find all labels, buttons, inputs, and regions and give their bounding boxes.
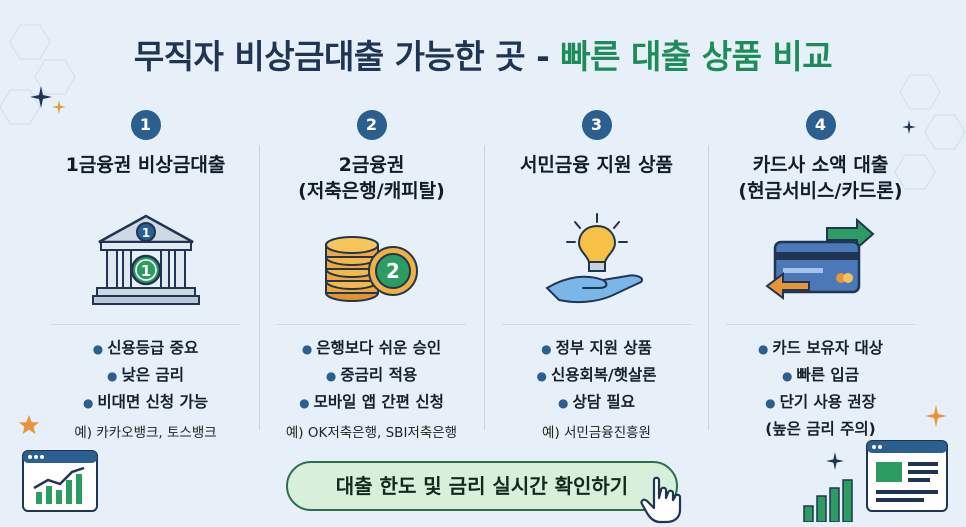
column-heading: 1금융권 비상금대출 <box>65 154 226 176</box>
step-number-badge: 1 <box>130 110 161 140</box>
product-column-card-loan: 4 카드사 소액 대출 (현금서비스/카드론) ●카드 보유자 대상 ●빠른 입… <box>708 108 933 443</box>
star-icon <box>18 414 40 435</box>
check-rate-button-label: 대출 한도 및 금리 실시간 확인하기 <box>335 474 629 498</box>
column-heading: 서민금융 지원 상품 <box>519 154 674 176</box>
bullet-item: ●정부 지원 상품 <box>541 339 652 357</box>
bullet-item-note: (높은 금리 주의) <box>765 420 876 438</box>
dashboard-window-icon <box>866 440 948 512</box>
sparkle-icon <box>52 100 66 114</box>
step-number-badge: 4 <box>805 110 836 140</box>
background-hexagon-pattern-right <box>894 74 966 190</box>
bank-building-icon: 1 1 <box>33 204 258 316</box>
example-text: 예) OK저축은행, SBI저축은행 <box>285 425 458 441</box>
section-separator <box>726 324 915 325</box>
column-heading: 2금융권 (저축은행/캐피탈) <box>298 154 445 202</box>
bullet-item: ●모바일 앱 간편 신청 <box>299 393 444 411</box>
bullet-item: ●중금리 적용 <box>325 366 418 384</box>
column-divider <box>484 145 485 430</box>
bullet-item: ●비대면 신청 가능 <box>82 393 209 411</box>
check-rate-button[interactable]: 대출 한도 및 금리 실시간 확인하기 <box>286 461 678 511</box>
credit-card-arrows-icon <box>708 204 933 316</box>
column-divider <box>259 145 260 430</box>
bullet-item: ●은행보다 쉬운 승인 <box>301 339 442 357</box>
bullet-item: ●카드 보유자 대상 <box>757 339 884 357</box>
bullet-item: ●신용회복/햇살론 <box>536 366 657 384</box>
example-text: 예) 카카오뱅크, 토스뱅크 <box>74 425 217 441</box>
coin-stack-icon: 2 <box>259 204 484 316</box>
bar-chart-icon <box>803 479 853 522</box>
section-separator <box>51 324 240 325</box>
sparkle-icon <box>30 86 52 108</box>
sparkle-icon <box>902 120 916 134</box>
bullet-item: ●단기 사용 권장 <box>765 393 876 411</box>
bullet-item: ●낮은 금리 <box>107 366 184 384</box>
section-separator <box>502 324 691 325</box>
step-number-badge: 2 <box>356 110 387 140</box>
bullet-item: ●신용등급 중요 <box>92 339 199 357</box>
bullet-item: ●빠른 입금 <box>782 366 859 384</box>
svg-text:1: 1 <box>140 262 150 280</box>
page-title: 무직자 비상금대출 가능한 곳 - 빠른 대출 상품 비교 <box>0 30 966 78</box>
hand-lightbulb-icon <box>484 204 709 316</box>
sparkle-icon <box>925 405 947 427</box>
column-heading: 카드사 소액 대출 (현금서비스/카드론) <box>738 154 903 202</box>
section-separator <box>277 324 466 325</box>
pointer-hand-icon <box>640 476 682 524</box>
product-column-bank: 1 1금융권 비상금대출 1 1 ●신용등급 중요 ●낮은 금리 ●비대면 신청… <box>33 108 258 443</box>
bullet-item: ●상담 필요 <box>558 393 635 411</box>
background-hexagon-pattern-left <box>0 24 76 125</box>
product-column-public-finance: 3 서민금융 지원 상품 ●정부 지원 상품 ●신용회복/햇살론 ●상담 필요 … <box>484 108 709 443</box>
page-title-part2: 빠른 대출 상품 비교 <box>560 37 833 76</box>
page-title-part1: 무직자 비상금대출 가능한 곳 - <box>133 37 561 76</box>
sparkle-icon <box>826 452 844 470</box>
growth-chart-window-icon <box>22 450 98 512</box>
product-column-savings-bank: 2 2금융권 (저축은행/캐피탈) 2 ●은행보다 쉬운 승인 ●중금리 적용 … <box>259 108 484 443</box>
svg-text:2: 2 <box>386 259 400 283</box>
step-number-badge: 3 <box>581 110 612 140</box>
example-text: 예) 서민금융진흥원 <box>542 425 651 441</box>
svg-text:1: 1 <box>141 226 149 240</box>
column-divider <box>708 145 709 430</box>
